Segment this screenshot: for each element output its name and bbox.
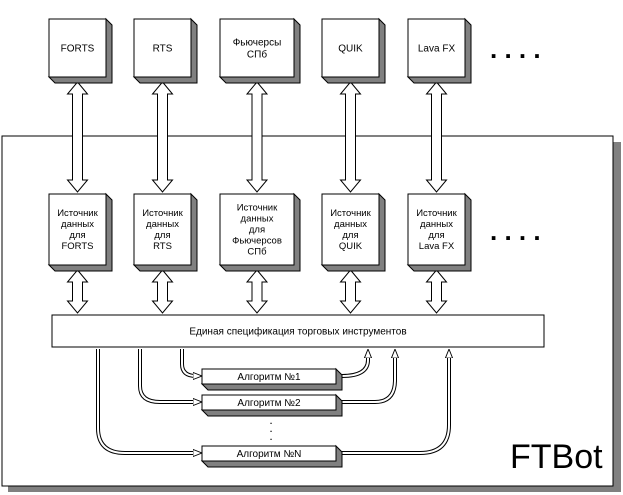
source-spec-arrow [66,269,89,314]
exchange-box: QUIK [320,17,386,84]
algorithm-label: Алгоритм №2 [237,398,301,409]
exchange-label: Lava FX [418,44,456,55]
algorithm-vdots: ... [269,413,272,443]
exchange-source-arrow [339,81,362,193]
exchange-box: FORTS [47,17,113,84]
spec-bar: Единая спецификация торговых инструменто… [51,314,545,348]
source-spec-arrow [339,269,362,314]
algorithm-label: Алгоритм №N [237,449,302,460]
algorithm-label: Алгоритм №1 [237,372,301,383]
source-spec-arrow [151,269,174,314]
exchange-source-arrow [151,81,174,193]
exchange-label: FORTS [61,44,95,55]
exchange-label: QUIK [338,44,363,55]
ellipsis-middle: . . . . [490,216,541,246]
exchange-source-arrow [66,81,89,193]
exchange-label: RTS [153,44,173,55]
algorithm-box: Алгоритм №2 [200,393,343,417]
source-spec-arrow [425,269,448,314]
exchange-box: RTS [132,17,198,84]
algorithm-box: Алгоритм №N [200,444,343,468]
spec-label: Единая спецификация торговых инструменто… [189,326,406,338]
exchange-source-arrow [245,81,269,193]
algorithm-box: Алгоритм №1 [200,367,343,391]
ftbot-label: FTBot [510,438,603,476]
exchange-source-arrow [425,81,448,193]
ellipsis-top: . . . . [490,34,541,64]
source-spec-arrow [245,269,269,314]
exchange-box: Lava FX [406,17,472,84]
